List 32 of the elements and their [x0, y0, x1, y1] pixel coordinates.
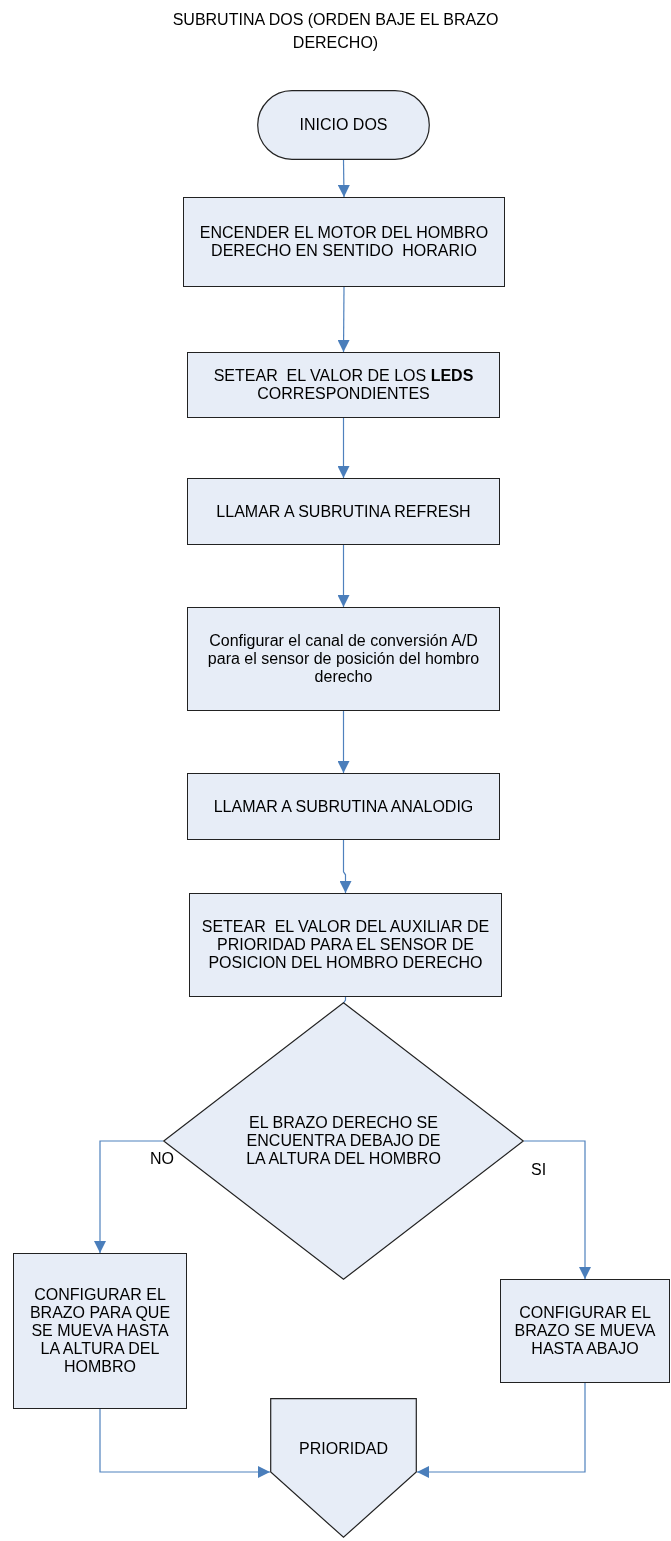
arrow: [523, 1140, 591, 1280]
decision-text: EL BRAZO DERECHO SE ENCUENTRA DEBAJO DE LA ALTURA DEL HOMBRO: [245, 1114, 442, 1168]
arrow: [337, 159, 350, 198]
arrow: [99, 1408, 271, 1478]
step-text: SETEAR EL VALOR DE LOS LEDS CORRESPONDIENTES: [212, 367, 475, 403]
arrow: [94, 1140, 164, 1254]
arrow: [337, 544, 350, 608]
process-box: [500, 1279, 670, 1383]
arrow: [416, 1382, 586, 1478]
step-text: LLAMAR A SUBRUTINA REFRESH: [216, 502, 471, 521]
step-text: ENCENDER EL MOTOR DEL HOMBRO DERECHO EN SENTIDO HORARIO: [198, 224, 490, 260]
arrow: [337, 286, 350, 353]
process-box: [183, 197, 505, 287]
process-box: [187, 352, 500, 418]
arrow: [337, 417, 350, 479]
process-box: [13, 1253, 187, 1409]
step-text: SETEAR EL VALOR DEL AUXILIAR DE PRIORIDAD PARA EL SENSOR DE POSICION DEL HOMBRO DERECHO: [200, 918, 491, 972]
step-text: INICIO DOS: [299, 116, 388, 134]
off-page-connector: [270, 1398, 417, 1538]
arrow: [339, 839, 352, 894]
step-text: CONFIGURAR EL BRAZO PARA QUE SE MUEVA HASTA LA ALTURA DEL HOMBRO: [28, 1286, 172, 1376]
diagram-title: SUBRUTINA DOS (ORDEN BAJE EL BRAZO DERECHO): [171, 10, 500, 53]
process-box: [187, 773, 500, 840]
arrow: [337, 710, 350, 774]
process-box: [187, 607, 500, 711]
step-text: PRIORIDAD: [299, 1440, 388, 1458]
process-box: [189, 893, 502, 997]
step-text: CONFIGURAR EL BRAZO SE MUEVA HASTA ABAJO: [513, 1304, 657, 1358]
step-text: Configurar el canal de conversión A/D para el sensor de posición del hombro derecho: [206, 632, 481, 686]
start-terminal: [257, 90, 430, 160]
step-text: LLAMAR A SUBRUTINA ANALODIG: [213, 797, 474, 816]
process-box: [187, 478, 500, 545]
